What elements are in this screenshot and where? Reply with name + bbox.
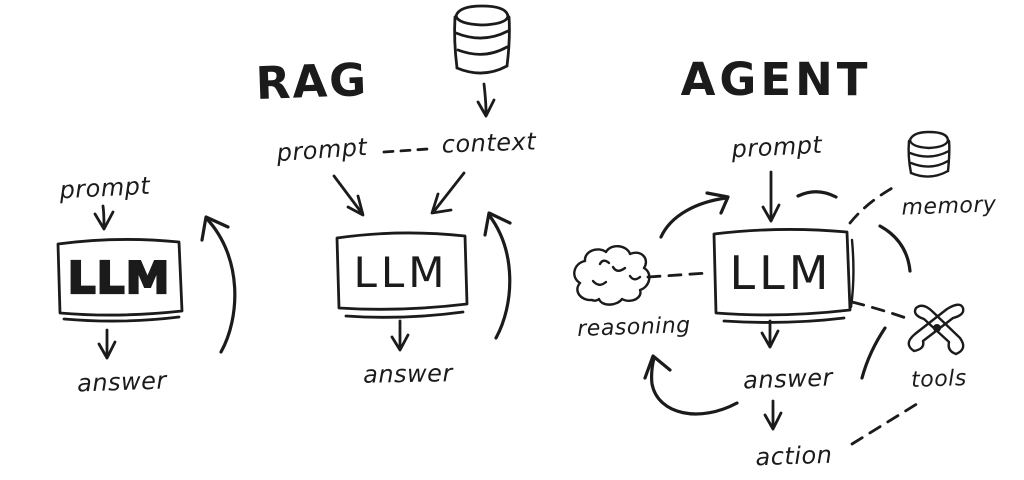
agent-loop-arc-top-left [659,191,730,239]
arrow-prompt-to-llm [761,170,781,223]
arrow-database-to-context [476,82,496,118]
rag-context-label: context [441,127,537,158]
dashed-link-action-tools [850,400,922,446]
agent-title: AGENT [681,53,872,106]
llm-box [335,231,469,319]
agent-tools-label: tools [911,366,967,393]
arrow-answer-to-action [763,399,783,431]
feedback-loop-arrow [483,211,512,340]
basic-llm-diagram: prompt LLM answer [56,172,237,398]
tools-icon [907,303,965,356]
rag-title: RAG [255,53,369,110]
arrow-context-to-llm [430,171,466,215]
dashed-link-brain-llm [646,271,710,279]
arrow-answer-to-reasoning [643,354,739,416]
rag-llm-label: LLM [353,248,448,297]
agent-loop-arc-top-right [796,190,838,199]
basic-prompt-label: prompt [58,172,152,205]
agent-reasoning-label: reasoning [577,313,691,342]
database-icon [907,130,951,178]
agent-loop-arc-right-upper [878,224,912,273]
dashed-link-prompt-context [382,147,430,154]
arrow-prompt-to-llm [332,174,365,217]
arrow-llm-to-answer [760,319,780,349]
agent-answer-label: answer [743,363,835,394]
agent-prompt-label: prompt [730,131,824,164]
database-icon [453,4,511,75]
brain-icon [573,245,651,306]
dashed-link-llm-memory [848,185,896,225]
rag-diagram: RAG prompt context LLM [255,4,538,389]
basic-llm-label: LLM [68,253,171,304]
basic-answer-label: answer [77,366,169,397]
agent-action-label: action [755,441,833,472]
rag-prompt-label: prompt [275,133,370,167]
arrow-prompt-to-llm [93,204,115,231]
agent-llm-label: LLM [730,246,833,300]
rag-answer-label: answer [363,359,455,389]
feedback-loop-arrow [200,215,237,354]
arrow-llm-to-answer [390,319,410,352]
dashed-link-llm-tools [850,300,908,320]
llm-box [56,238,184,323]
agent-loop-arc-right-lower [860,326,887,380]
agent-memory-label: memory [901,192,997,220]
agent-diagram: AGENT prompt LLM answer action [573,53,997,472]
arrow-llm-to-answer [97,328,117,360]
